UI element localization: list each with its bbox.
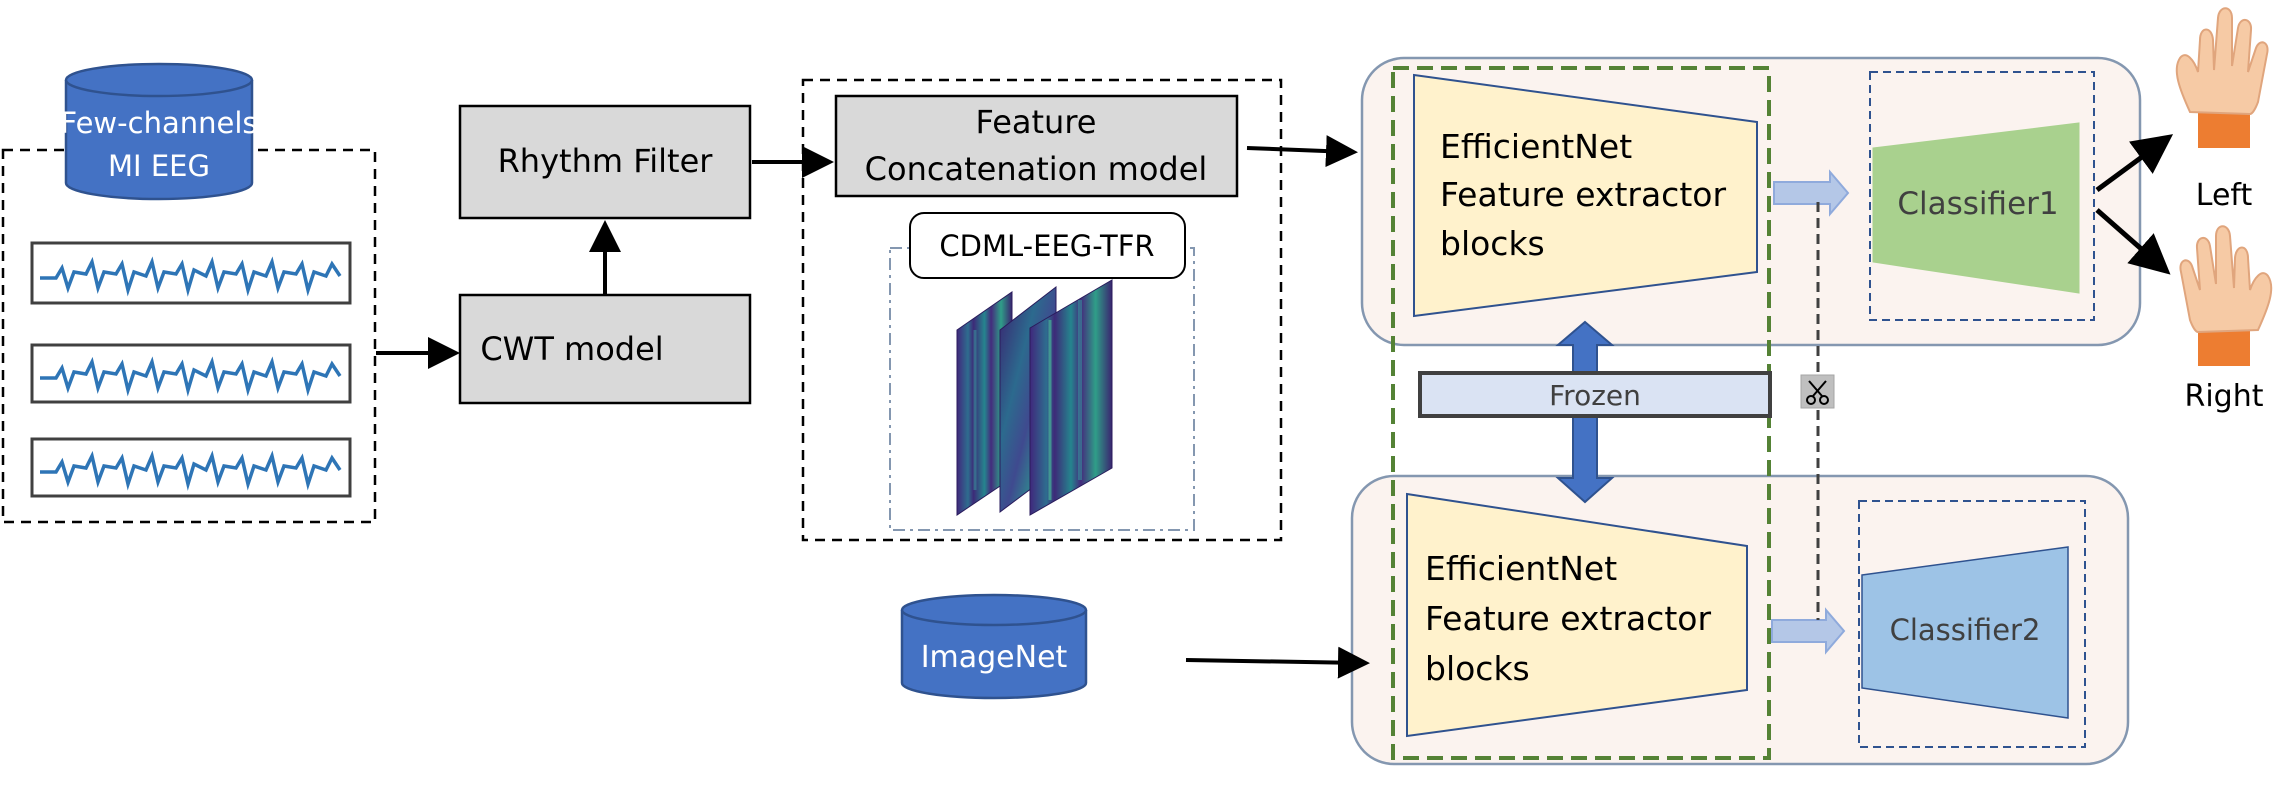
feature-concat-label-line2: Concatenation model: [865, 150, 1208, 188]
feature-concat-box: [834, 94, 1239, 198]
left-output-label: Left: [2196, 178, 2253, 213]
lower-extractor-label-line1: EfficientNet: [1425, 549, 1617, 588]
upper-block-arrow: [1773, 169, 1850, 217]
classifier1-trapezoid: [1872, 122, 2080, 294]
left-hand-icon: Left: [2175, 7, 2269, 213]
lower-extractor-label-line3: blocks: [1425, 649, 1530, 688]
arrow-imagenet-to-lower-panel: [1185, 646, 1370, 679]
eeg-signal-panel: [30, 437, 352, 498]
upper-extractor-label-line2: Feature extractor: [1440, 175, 1726, 214]
eeg-signal-panel: [30, 241, 352, 305]
rhythm-filter-label: Rhythm Filter: [498, 142, 714, 180]
feature-concat-label-line1: Feature: [976, 103, 1097, 141]
classifier1-dashed-box: [1869, 71, 2095, 321]
classifier2-dashed-box: [1858, 500, 2086, 748]
eeg-input-dashed-box: [1, 148, 377, 524]
lower-extractor-trapezoid: [1406, 492, 1748, 738]
cdml-label: CDML-EEG-TFR: [939, 229, 1154, 263]
classifier2-trapezoid: [1861, 546, 2069, 719]
arrow-to-right-output: [2095, 208, 2171, 275]
eeg-database-cylinder: Few-channels MI EEG: [61, 62, 258, 201]
cwt-model-box: CWT model: [458, 293, 752, 405]
tfr-map-stack: [956, 279, 1113, 516]
arrow-to-left-output: [2095, 134, 2174, 193]
classifier2-label: Classifier2: [1890, 613, 2041, 647]
lower-panel: EfficientNet Feature extractor blocks Cl…: [1350, 474, 2130, 766]
upper-panel: EfficientNet Feature extractor blocks Cl…: [1360, 56, 2142, 347]
eeg-db-label-line1: Few-channels: [61, 106, 258, 140]
eeg-db-label-line2: MI EEG: [108, 149, 210, 183]
upper-extractor-label-line3: blocks: [1440, 224, 1545, 263]
scissors-icon: [1800, 374, 1835, 409]
arrow-concat-to-upper-panel: [1246, 135, 1358, 168]
right-hand-icon: Right: [2179, 225, 2273, 414]
upper-extractor-trapezoid: [1413, 73, 1758, 318]
right-output-label: Right: [2185, 379, 2264, 414]
classifier1-label: Classifier1: [1897, 186, 2058, 222]
eeg-input-group: Few-channels MI EEG: [1, 62, 377, 524]
upper-extractor-label-line1: EfficientNet: [1440, 127, 1632, 166]
rhythm-filter-box: Rhythm Filter: [458, 104, 752, 220]
lower-extractor-label-line2: Feature extractor: [1425, 599, 1711, 638]
feature-concat-group: Feature Concatenation model CDML-EEG-TFR: [801, 78, 1283, 542]
frozen-bar: Frozen: [1418, 371, 1772, 418]
imagenet-label: ImageNet: [921, 640, 1068, 675]
imagenet-database-cylinder: ImageNet: [900, 593, 1088, 700]
cwt-model-label: CWT model: [480, 330, 663, 368]
lower-block-arrow: [1771, 607, 1846, 655]
feature-concat-dashed-box: [801, 78, 1283, 542]
frozen-label: Frozen: [1549, 379, 1641, 412]
cdml-label-box: [909, 212, 1186, 279]
eeg-signal-panel: [30, 343, 352, 404]
